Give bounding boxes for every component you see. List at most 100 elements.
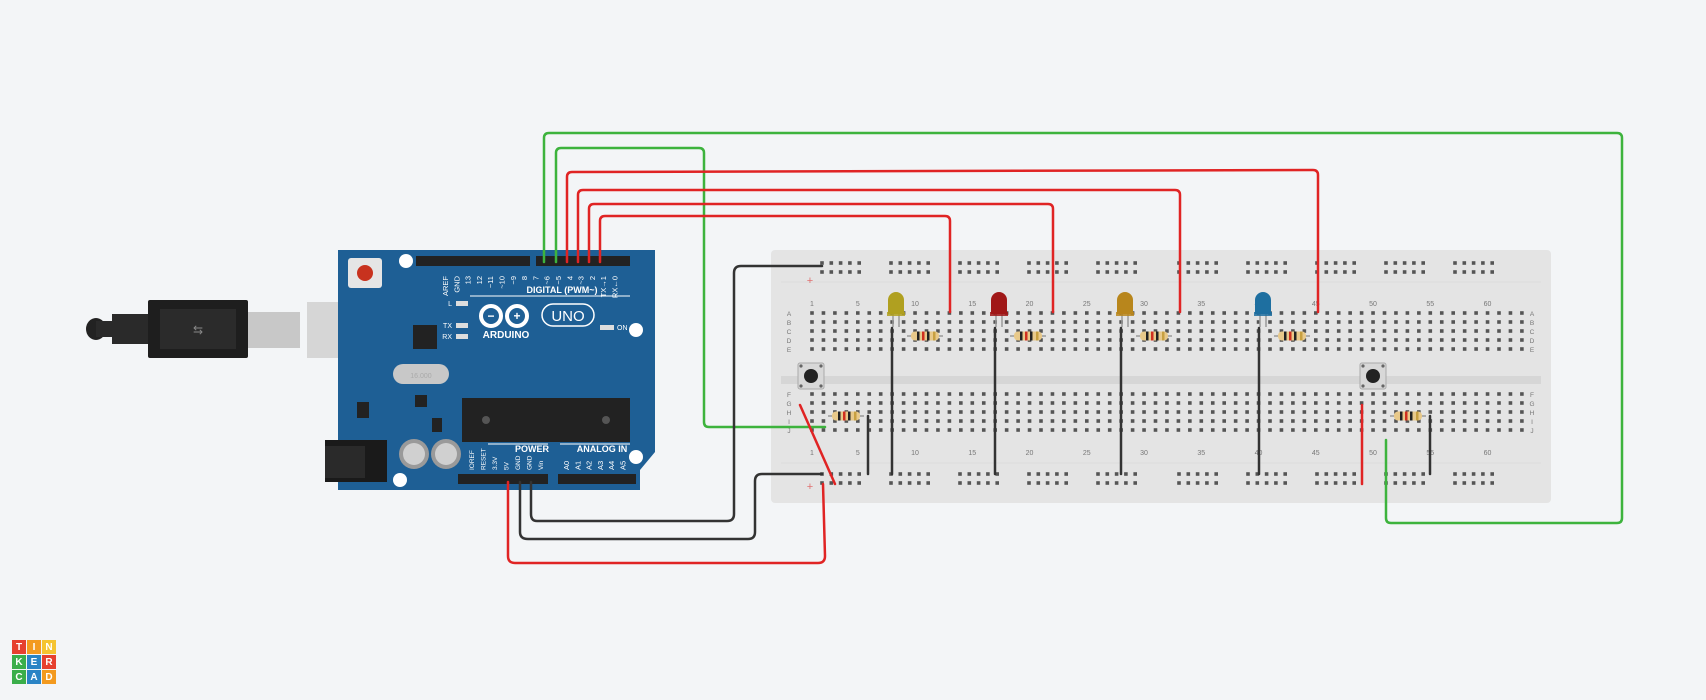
power-rail-hole[interactable] (1384, 270, 1388, 274)
breadboard-hole[interactable] (1062, 347, 1066, 351)
breadboard-hole[interactable] (1325, 311, 1330, 315)
breadboard-hole[interactable] (1520, 347, 1524, 351)
breadboard-hole[interactable] (970, 329, 975, 333)
breadboard-hole[interactable] (1016, 428, 1020, 432)
power-rail-hole[interactable] (1352, 472, 1356, 476)
breadboard-hole[interactable] (1199, 329, 1204, 333)
breadboard-hole[interactable] (867, 401, 872, 405)
breadboard-hole[interactable] (1142, 410, 1146, 414)
power-rail-hole[interactable] (1105, 472, 1110, 476)
breadboard-hole[interactable] (970, 320, 975, 324)
power-rail-hole[interactable] (1402, 261, 1407, 265)
breadboard-hole[interactable] (1233, 320, 1238, 324)
breadboard-hole[interactable] (1417, 419, 1421, 423)
breadboard-hole[interactable] (901, 347, 906, 351)
breadboard-hole[interactable] (1142, 311, 1146, 315)
power-rail-hole[interactable] (986, 261, 990, 265)
breadboard-hole[interactable] (1359, 401, 1364, 405)
breadboard-hole[interactable] (1325, 320, 1330, 324)
power-rail-hole[interactable] (1195, 481, 1200, 485)
power-rail-hole[interactable] (907, 261, 912, 265)
power-rail-hole[interactable] (1283, 270, 1287, 274)
breadboard-hole[interactable] (947, 419, 952, 423)
breadboard-hole[interactable] (947, 338, 952, 342)
breadboard-hole[interactable] (1050, 338, 1055, 342)
breadboard-hole[interactable] (1497, 311, 1501, 315)
breadboard-hole[interactable] (1062, 410, 1066, 414)
breadboard-hole[interactable] (1336, 338, 1341, 342)
power-rail-hole[interactable] (838, 481, 843, 485)
power-rail-hole[interactable] (1133, 472, 1137, 476)
breadboard-hole[interactable] (1394, 419, 1398, 423)
breadboard-hole[interactable] (981, 401, 986, 405)
power-rail-hole[interactable] (1393, 261, 1398, 265)
breadboard-hole[interactable] (821, 419, 826, 423)
breadboard-hole[interactable] (878, 428, 883, 432)
power-rail-hole[interactable] (1195, 261, 1200, 265)
power-rail-hole[interactable] (1205, 472, 1209, 476)
breadboard-hole[interactable] (1462, 428, 1467, 432)
breadboard-hole[interactable] (1233, 392, 1238, 396)
power-rail-hole[interactable] (898, 481, 903, 485)
power-rail-hole[interactable] (907, 270, 912, 274)
breadboard-hole[interactable] (1073, 347, 1078, 351)
power-rail-hole[interactable] (1274, 472, 1278, 476)
power-rail-hole[interactable] (1324, 261, 1329, 265)
breadboard-hole[interactable] (1096, 419, 1101, 423)
breadboard-hole[interactable] (1050, 419, 1055, 423)
led-4[interactable] (1254, 292, 1272, 327)
breadboard-hole[interactable] (1325, 347, 1330, 351)
power-rail-hole[interactable] (1421, 261, 1425, 265)
breadboard-hole[interactable] (1474, 419, 1478, 423)
breadboard-hole[interactable] (1382, 311, 1387, 315)
breadboard-hole[interactable] (1405, 347, 1410, 351)
breadboard-hole[interactable] (936, 329, 940, 333)
power-rail-hole[interactable] (838, 270, 843, 274)
breadboard-hole[interactable] (1325, 329, 1330, 333)
power-rail-hole[interactable] (1412, 261, 1416, 265)
breadboard-hole[interactable] (1302, 392, 1307, 396)
breadboard-hole[interactable] (821, 311, 826, 315)
breadboard-hole[interactable] (1359, 338, 1364, 342)
power-rail-hole[interactable] (1255, 270, 1260, 274)
power-rail-hole[interactable] (1045, 261, 1050, 265)
power-rail-hole[interactable] (1421, 472, 1425, 476)
breadboard-hole[interactable] (1405, 320, 1410, 324)
breadboard-hole[interactable] (1245, 338, 1249, 342)
breadboard-hole[interactable] (1325, 428, 1330, 432)
power-rail-hole[interactable] (1274, 261, 1278, 265)
breadboard-hole[interactable] (959, 419, 963, 423)
breadboard-hole[interactable] (1176, 311, 1181, 315)
breadboard-hole[interactable] (1302, 320, 1307, 324)
breadboard-hole[interactable] (1062, 320, 1066, 324)
breadboard-hole[interactable] (1474, 410, 1478, 414)
breadboard-hole[interactable] (1462, 320, 1467, 324)
power-rail-hole[interactable] (898, 472, 903, 476)
breadboard-hole[interactable] (1188, 419, 1192, 423)
breadboard-hole[interactable] (1336, 320, 1341, 324)
breadboard-hole[interactable] (833, 428, 837, 432)
breadboard-hole[interactable] (1050, 410, 1055, 414)
breadboard-hole[interactable] (1371, 347, 1375, 351)
breadboard-hole[interactable] (1268, 338, 1272, 342)
breadboard-hole[interactable] (1336, 347, 1341, 351)
breadboard-hole[interactable] (1382, 338, 1387, 342)
breadboard-hole[interactable] (1130, 347, 1135, 351)
power-rail-hole[interactable] (1421, 270, 1425, 274)
power-rail-hole[interactable] (1064, 270, 1068, 274)
breadboard-hole[interactable] (1394, 347, 1398, 351)
components-layer[interactable] (797, 292, 1426, 421)
power-rail-hole[interactable] (907, 472, 912, 476)
breadboard-hole[interactable] (1073, 428, 1078, 432)
power-rail-hole[interactable] (917, 270, 921, 274)
power-rail-hole[interactable] (1412, 481, 1416, 485)
breadboard-hole[interactable] (1520, 392, 1524, 396)
breadboard-hole[interactable] (1497, 428, 1501, 432)
breadboard-hole[interactable] (1439, 338, 1444, 342)
breadboard-hole[interactable] (1096, 428, 1101, 432)
breadboard-hole[interactable] (810, 419, 814, 423)
breadboard-hole[interactable] (1107, 338, 1112, 342)
power-rail-hole[interactable] (1186, 481, 1191, 485)
power-rail-hole[interactable] (1324, 270, 1329, 274)
breadboard-hole[interactable] (1428, 320, 1433, 324)
